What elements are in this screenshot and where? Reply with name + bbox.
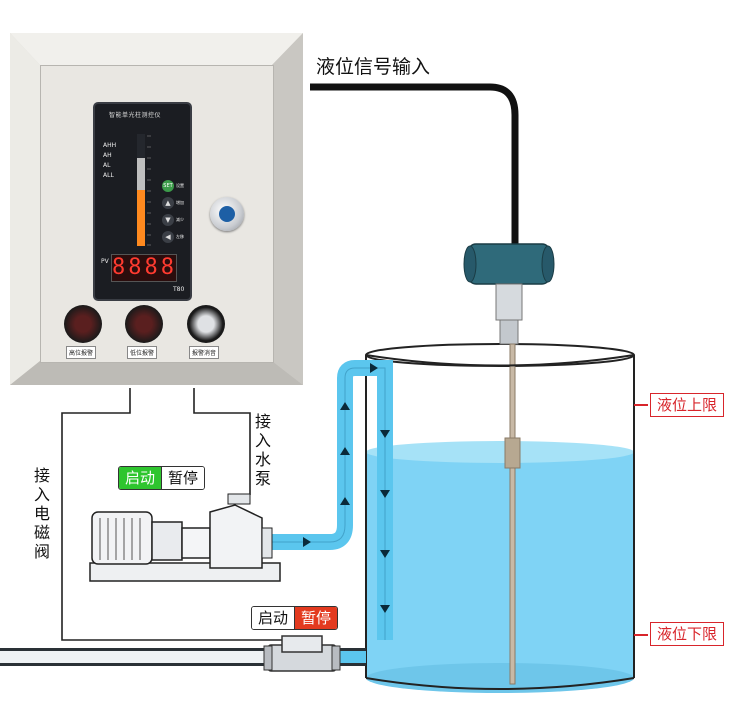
key-left-label: 左移 (176, 234, 184, 239)
level-transmitter (463, 243, 555, 685)
valve-start-button[interactable]: 启动 (252, 607, 295, 629)
level-controller: 智能单光柱测控仪 AHH AH AL ALL SET ▲ ▼ ◀ 设置 增加 减… (95, 104, 190, 299)
valve-wire (61, 388, 285, 641)
alarm-ah: AH (103, 152, 112, 159)
valve-control[interactable]: 启动 暂停 (251, 606, 339, 630)
key-up[interactable]: ▲ (162, 197, 174, 209)
switch-high-alarm-label: 高位报警 (66, 346, 97, 359)
solenoid-valve (263, 635, 341, 672)
water-pump (89, 493, 281, 582)
key-set-label: 设置 (176, 183, 184, 188)
water-surface (366, 441, 634, 463)
signal-cable (310, 83, 519, 245)
switch-mute[interactable] (187, 305, 225, 343)
pump-connect-label: 接入 水泵 (254, 412, 271, 488)
pump-start-button[interactable]: 启动 (119, 467, 162, 489)
inlet-pipe (270, 360, 393, 640)
alarm-all: ALL (103, 172, 114, 179)
key-up-label: 增加 (176, 200, 184, 205)
switch-mute-label: 报警消音 (189, 346, 220, 359)
pump-stop-button[interactable]: 暂停 (161, 467, 205, 489)
signal-input-label: 液位信号输入 (316, 56, 431, 78)
level-upper-tag: 液位上限 (650, 393, 725, 417)
pv-display: 8888 (111, 254, 177, 282)
switch-low-alarm[interactable] (125, 305, 163, 343)
key-set[interactable]: SET (162, 180, 174, 192)
controller-title: 智能单光柱测控仪 (109, 112, 162, 119)
key-down[interactable]: ▼ (162, 214, 174, 226)
door-lock[interactable] (210, 197, 244, 231)
switch-low-alarm-label: 低位报警 (127, 346, 158, 359)
key-down-label: 减少 (176, 217, 184, 222)
alarm-al: AL (103, 162, 111, 169)
valve-connect-label: 接入 电磁 阀 (33, 466, 50, 561)
model-label: T80 (173, 286, 185, 293)
pv-label: PV (101, 258, 109, 265)
level-lower-tag: 液位下限 (650, 622, 725, 646)
key-left[interactable]: ◀ (162, 231, 174, 243)
bar-graph (137, 134, 151, 246)
alarm-ahh: AHH (103, 142, 117, 149)
switch-high-alarm[interactable] (64, 305, 102, 343)
lock-core-icon (219, 206, 235, 222)
valve-stop-button[interactable]: 暂停 (294, 607, 338, 629)
pump-control[interactable]: 启动 暂停 (118, 466, 206, 490)
